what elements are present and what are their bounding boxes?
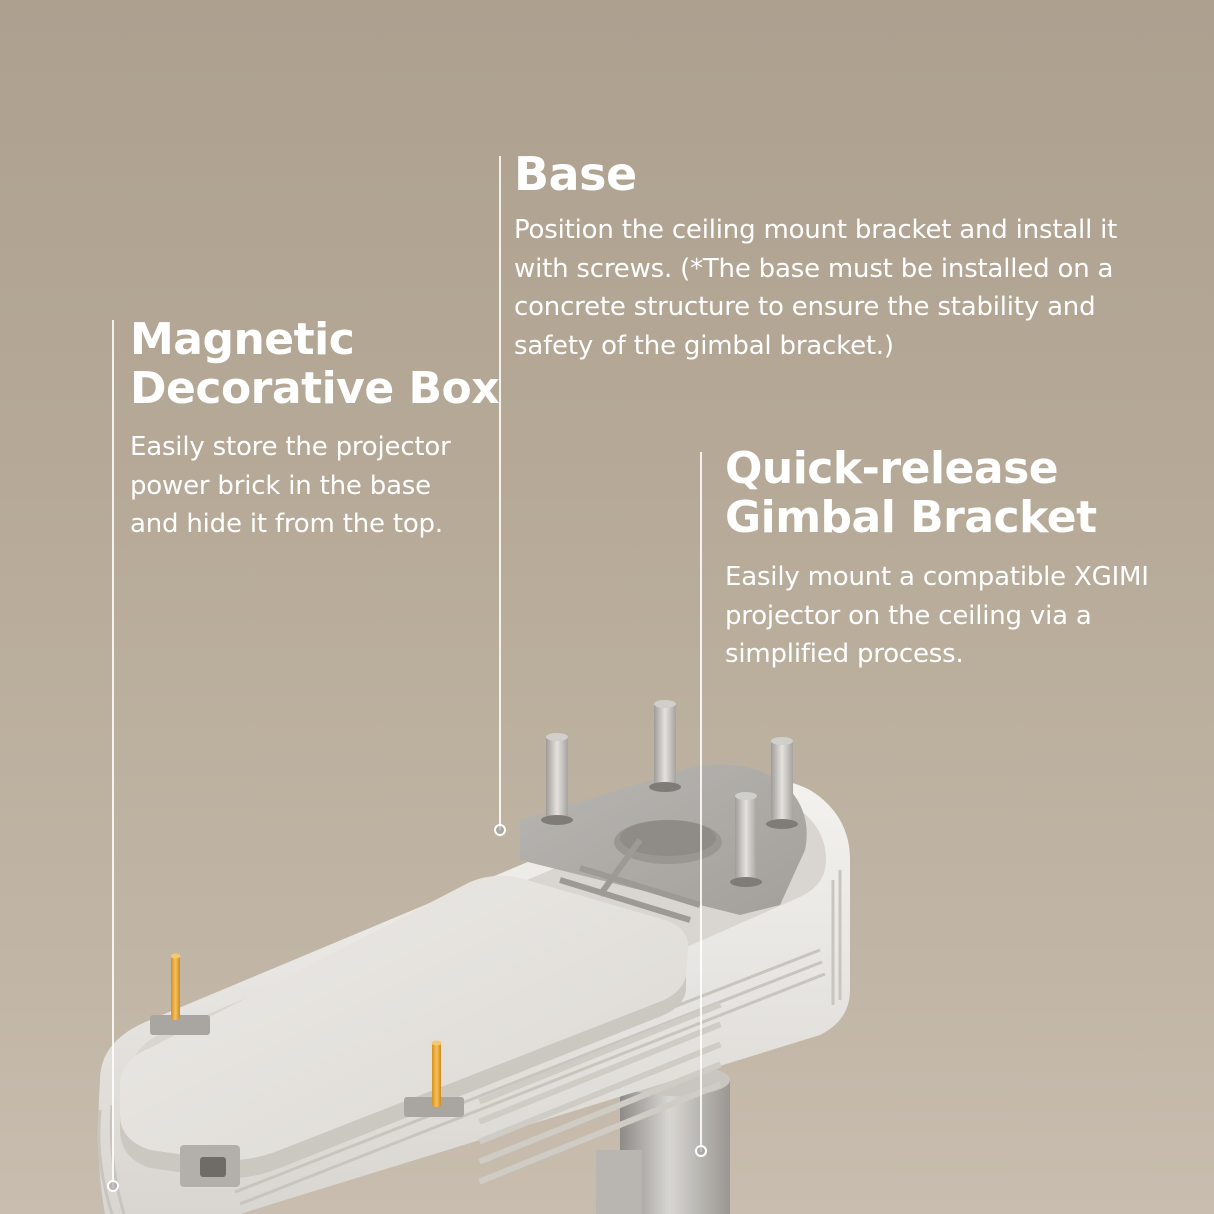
clip-brackets <box>150 1015 464 1117</box>
base-description: Position the ceiling mount bracket and i… <box>514 215 1118 361</box>
box-callout-line <box>112 320 114 1188</box>
base-callout-line <box>499 156 501 830</box>
base-title: Base <box>514 147 637 201</box>
power-brick <box>120 875 689 1187</box>
box-title-line2: Decorative Box <box>130 363 500 414</box>
box-callout-dot <box>107 1180 119 1192</box>
box-description: Easily store the projector power brick i… <box>130 432 451 539</box>
gimbal-callout-line <box>700 452 702 1152</box>
box-title-line1: Magnetic <box>130 314 355 365</box>
base-callout-dot <box>494 824 506 836</box>
gimbal-title-line2: Gimbal Bracket <box>725 492 1097 543</box>
gimbal-description: Easily mount a compatible XGIMI projecto… <box>725 562 1149 669</box>
orange-screws <box>170 953 442 1107</box>
gimbal-title-line1: Quick-release <box>725 443 1059 494</box>
wall-anchors <box>541 700 798 887</box>
gimbal-callout-dot <box>695 1145 707 1157</box>
